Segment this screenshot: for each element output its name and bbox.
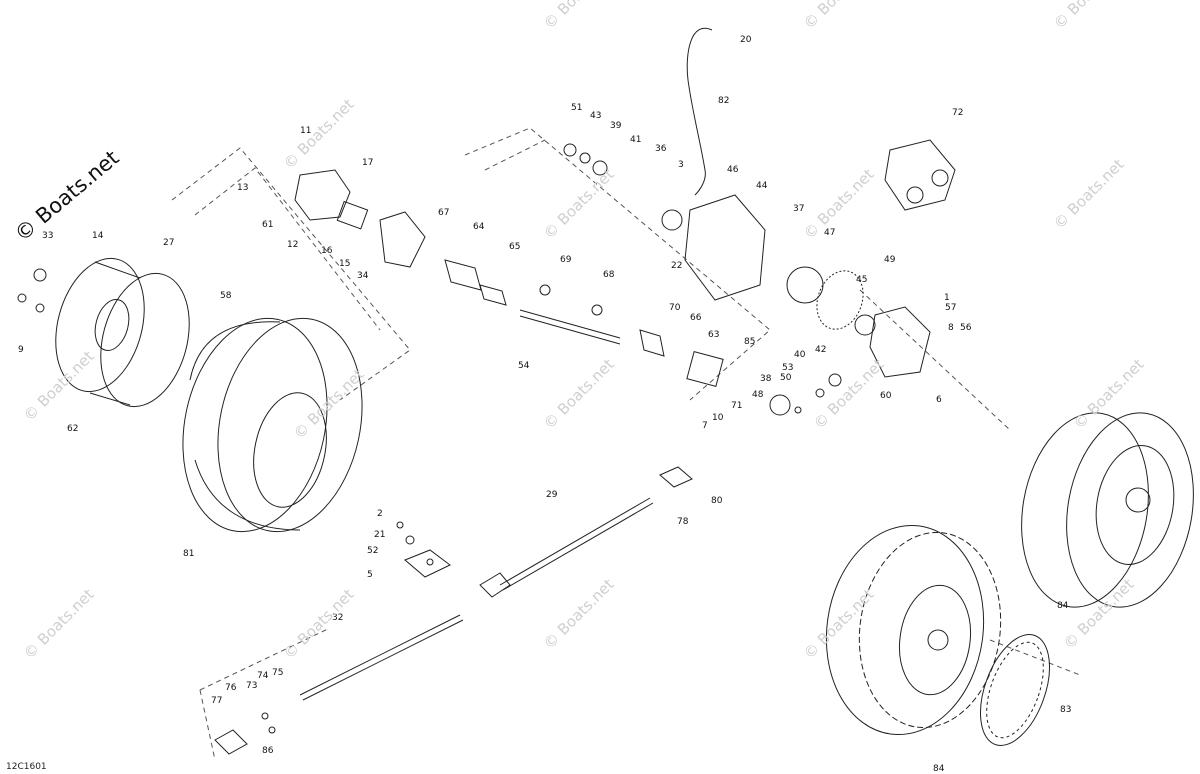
callout-8: 8 [948,323,954,333]
callout-29: 29 [546,490,558,500]
callout-44: 44 [756,181,768,191]
callout-9: 9 [18,345,24,355]
callout-42: 42 [815,345,826,355]
differential [684,139,956,378]
callout-13: 13 [237,183,248,193]
callout-71: 71 [731,401,742,411]
callout-82: 82 [718,96,729,106]
drawing-code: 12C1601 [6,762,47,772]
callout-32: 32 [332,613,343,623]
callout-74: 74 [257,671,269,681]
callout-84-upper: 84 [1057,601,1069,611]
callout-46: 46 [727,165,739,175]
callout-68: 68 [603,270,615,280]
right-tire [1021,412,1194,608]
callout-69: 69 [560,255,572,265]
callout-38: 38 [760,374,772,384]
callout-47: 47 [824,228,835,238]
callout-34: 34 [357,271,369,281]
callout-22: 22 [671,261,682,271]
callout-85: 85 [744,337,755,347]
callout-12: 12 [287,240,298,250]
callout-15: 15 [339,259,350,269]
hardware [17,143,842,734]
callout-51: 51 [571,103,582,113]
callout-81: 81 [183,549,194,559]
callout-56: 56 [960,323,972,333]
left-tire [182,317,363,533]
callout-61: 61 [262,220,273,230]
callout-45: 45 [856,275,867,285]
callout-1: 1 [944,293,950,303]
callout-3: 3 [678,160,684,170]
knuckle-hub [294,169,426,268]
callout-37: 37 [793,204,804,214]
callout-70: 70 [669,303,681,313]
callout-76: 76 [225,683,237,693]
callout-21: 21 [374,530,385,540]
callout-62: 62 [67,424,78,434]
callout-80: 80 [711,496,723,506]
callout-20: 20 [740,35,752,45]
callout-39: 39 [610,121,622,131]
callout-49: 49 [884,255,896,265]
callout-83: 83 [1060,705,1071,715]
callout-2: 2 [377,509,383,519]
offroad-tire [825,524,1050,746]
callout-52: 52 [367,546,378,556]
callout-10: 10 [712,413,724,423]
callout-labels: 1235678910111213141516172021222729323334… [18,35,1071,774]
half-shaft [444,259,724,388]
callout-27: 27 [163,238,174,248]
callout-65: 65 [509,242,520,252]
callout-63: 63 [708,330,719,340]
callout-14: 14 [92,231,104,241]
callout-75: 75 [272,668,283,678]
callout-17: 17 [362,158,373,168]
prop-shafts [214,466,693,755]
callout-86: 86 [262,746,274,756]
left-rim [55,257,190,408]
callout-36: 36 [655,144,667,154]
callout-53: 53 [782,363,793,373]
callout-43: 43 [590,111,601,121]
callout-5: 5 [367,570,373,580]
callout-60: 60 [880,391,892,401]
callout-73: 73 [246,681,257,691]
callout-84: 84 [933,764,945,774]
callout-67: 67 [438,208,449,218]
callout-57: 57 [945,303,956,313]
callout-78: 78 [677,517,689,527]
callout-54: 54 [518,361,530,371]
callout-48: 48 [752,390,764,400]
callout-58: 58 [220,291,232,301]
callout-64: 64 [473,222,485,232]
callout-11: 11 [300,126,311,136]
callout-40: 40 [794,350,806,360]
callout-6: 6 [936,395,942,405]
callout-41: 41 [630,135,641,145]
callout-72: 72 [952,108,963,118]
callout-50: 50 [780,373,792,383]
callout-16: 16 [321,246,333,256]
callout-7: 7 [702,421,708,431]
callout-33: 33 [42,231,53,241]
callout-77: 77 [211,696,222,706]
breather-hose [686,27,713,196]
callout-66: 66 [690,313,702,323]
